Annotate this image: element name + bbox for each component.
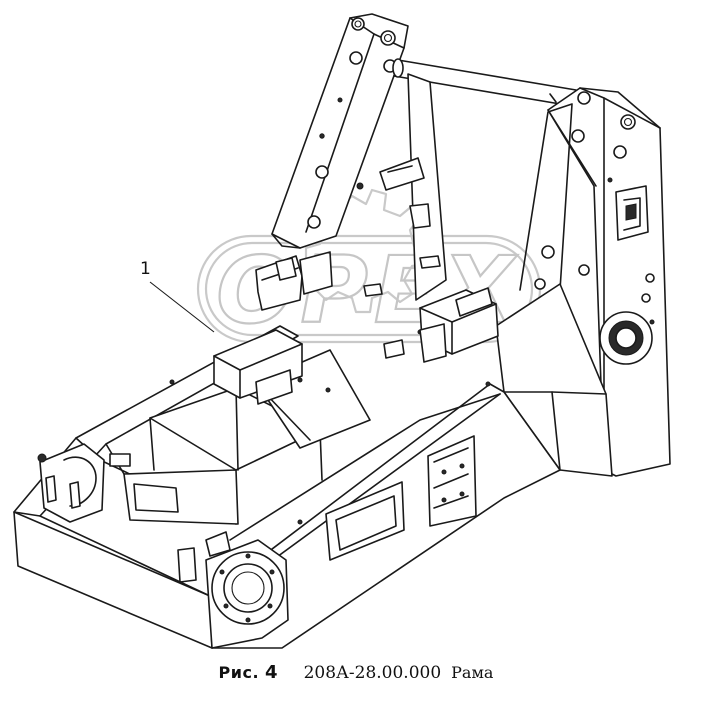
front-left-bracket <box>37 443 131 523</box>
callout-label: 1 <box>140 259 151 279</box>
front-right-flange <box>177 531 289 649</box>
watermark-oval-inner <box>204 241 534 337</box>
callout-1: 1 <box>140 259 215 333</box>
callout-leader-line <box>149 281 215 333</box>
figure-label: Рис. <box>218 663 260 682</box>
mount-block-right <box>383 287 499 363</box>
part-name: Рама <box>451 663 494 682</box>
mount-block-left <box>213 251 333 405</box>
figure-caption: Рис. 4 208А-28.00.000 Рама <box>0 662 712 683</box>
drawing-code: 208А-28.00.000 <box>303 663 442 683</box>
left-upright <box>271 13 409 249</box>
main-frame <box>13 325 561 649</box>
right-upright <box>547 87 671 477</box>
rear-plate <box>356 73 573 301</box>
figure-number: 4 <box>265 662 278 683</box>
